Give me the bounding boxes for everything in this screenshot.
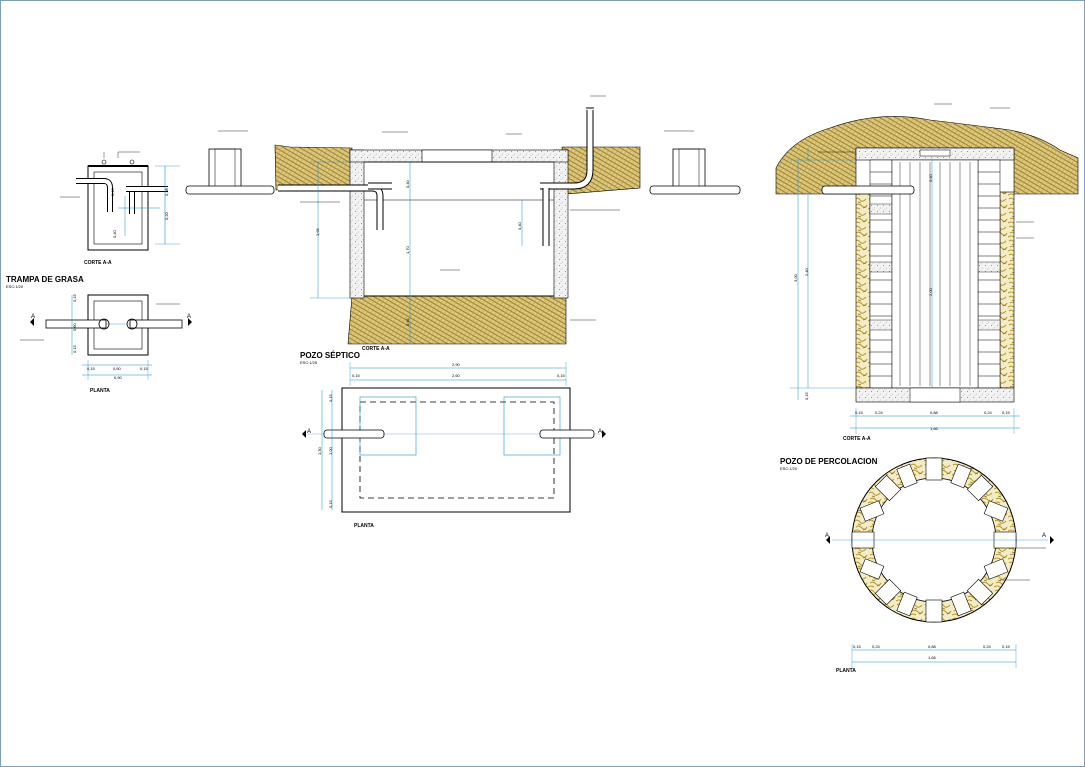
grease-trap-mark-left: A <box>31 314 36 320</box>
septic-tank-section <box>185 95 741 345</box>
percolation-section-side-2: 2,40 <box>804 268 809 276</box>
grease-trap-dim-2: 0,38 <box>164 188 169 196</box>
grease-trap-section-caption: CORTE A-A <box>84 260 112 266</box>
grease-trap-dim-3: 0,20 <box>164 212 169 220</box>
gravel-core <box>891 159 979 389</box>
percolation-section-inner-1: 0,40 <box>928 174 933 182</box>
brick-column-left <box>869 159 893 389</box>
percolation-pit-section-caption: CORTE A-A <box>843 436 871 442</box>
grease-trap-plan-dim-3: 0,15 <box>140 366 148 371</box>
grease-trap-plan-total: 0,90 <box>114 375 122 380</box>
percolation-plan-dim-3: 0,88 <box>928 644 936 649</box>
grease-trap-mark-right: A <box>187 314 192 320</box>
septic-tank-plan-side-total: 1,30 <box>317 447 322 455</box>
percolation-pit-section <box>775 103 1079 434</box>
grease-trap-plan-side-3: 0,15 <box>72 345 77 353</box>
percolation-pit-title: POZO DE PERCOLACION <box>780 457 878 466</box>
percolation-mark-left: A <box>825 533 830 539</box>
percolation-plan-dim-1: 0,15 <box>853 644 861 649</box>
percolation-section-dim-5: 0,15 <box>1002 410 1010 415</box>
grease-trap-plan <box>20 294 192 380</box>
septic-tank-title: POZO SÉPTICO <box>300 351 361 360</box>
septic-tank-dim-1: 1,95 <box>315 228 320 236</box>
percolation-pit-plan <box>826 457 1054 668</box>
percolation-plan-dim-2: 0,24 <box>872 644 880 649</box>
grease-trap-plan-dim-1: 0,15 <box>87 366 95 371</box>
septic-tank-plan-side-1: 0,15 <box>328 394 333 402</box>
brick-column-right <box>977 159 1001 389</box>
septic-tank-mark-right: A <box>598 429 603 435</box>
grease-trap-dim-4: 0,40 <box>112 230 117 238</box>
brick-ring <box>851 457 1017 623</box>
percolation-mark-right: A <box>1042 533 1047 539</box>
septic-tank-scale: ESC:1/25 <box>300 360 318 365</box>
percolation-section-dim-1: 0,15 <box>855 410 863 415</box>
septic-tank-plan-caption: PLANTA <box>354 523 374 529</box>
percolation-section-dim-3: 0,88 <box>930 410 938 415</box>
grease-trap-title: TRAMPA DE GRASA <box>6 275 84 284</box>
grease-trap-plan-dim-2: 0,60 <box>113 366 121 371</box>
grease-trap-plan-side-1: 0,15 <box>72 294 77 302</box>
percolation-section-total: 1,66 <box>930 426 938 431</box>
grease-trap-plan-side-2: 0,60 <box>72 323 77 331</box>
percolation-plan-total: 1,66 <box>928 655 936 660</box>
percolation-plan-dim-4: 0,24 <box>983 644 991 649</box>
septic-tank-dim-2: 0,40 <box>405 180 410 188</box>
septic-tank-dim-5: 0,45 <box>405 318 410 326</box>
grease-trap-scale: ESC:1/20 <box>6 284 24 289</box>
septic-tank-dim-4: 0,40 <box>517 222 522 230</box>
septic-tank-mark-left: A <box>307 429 312 435</box>
grease-trap-plan-caption: PLANTA <box>90 388 110 394</box>
percolation-section-inner-2: 2,00 <box>928 288 933 296</box>
percolation-section-dim-2: 0,24 <box>875 410 883 415</box>
septic-tank-plan-side-3: 0,15 <box>328 500 333 508</box>
septic-tank-plan-top-1: 0,15 <box>352 373 360 378</box>
percolation-pit-plan-caption: PLANTA <box>836 668 856 674</box>
septic-tank-plan-top-3: 0,15 <box>557 373 565 378</box>
grease-trap-section <box>60 151 180 251</box>
percolation-plan-dim-5: 0,15 <box>1002 644 1010 649</box>
septic-tank-plan-total: 2,90 <box>452 362 460 367</box>
percolation-section-dim-4: 0,24 <box>984 410 992 415</box>
percolation-section-side-3: 0,15 <box>804 392 809 400</box>
septic-tank-dim-3: 1,70 <box>405 246 410 254</box>
septic-tank-section-caption: CORTE A-A <box>362 346 390 352</box>
percolation-section-side-1: 3,00 <box>793 274 798 282</box>
septic-tank-plan-top-2: 2,60 <box>452 373 460 378</box>
septic-tank-plan <box>302 362 606 513</box>
grease-trap-dim-1: 0,13 <box>110 188 115 196</box>
septic-tank-plan-side-2: 1,00 <box>328 447 333 455</box>
percolation-pit-scale: ESC:1/20 <box>780 466 798 471</box>
